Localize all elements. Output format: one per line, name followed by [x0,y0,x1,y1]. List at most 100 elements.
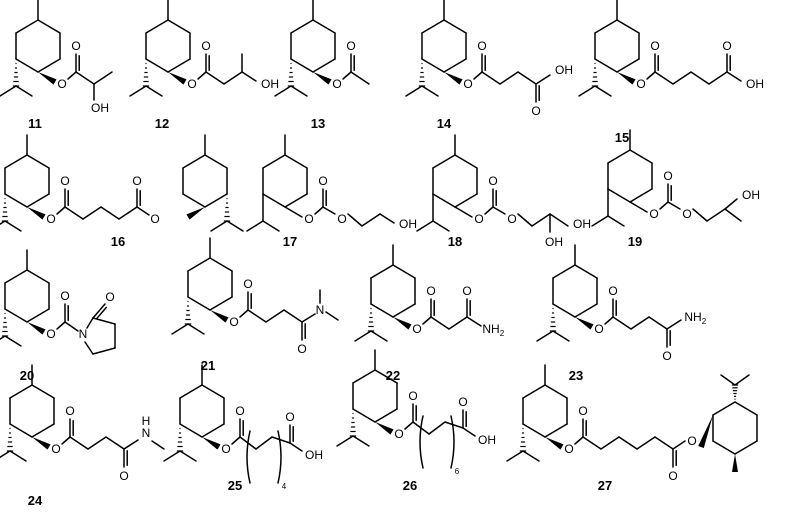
carbonyl-oxygen: O [297,342,306,356]
bond [666,319,682,330]
carbonyl-oxygen: O [462,284,471,298]
ring-bond [290,19,314,34]
double-bond [92,303,106,319]
bond [322,206,336,215]
ring-bond [4,193,28,208]
ring-bond [552,264,576,279]
carbonyl-oxygen: O [71,39,80,53]
bond [118,206,138,220]
ring-bond [15,58,39,73]
ring-bond [145,58,169,73]
carbonyl-oxygen: O [662,349,671,363]
bond [659,201,669,210]
ring-bond [616,58,640,73]
wedge-bond [575,317,594,330]
isopropyl-bond [552,330,570,342]
bond [123,439,139,450]
ester-oxygen: O [221,442,230,456]
bond [630,316,650,330]
ring-bond [179,384,203,399]
ring-bond [209,257,233,272]
bond [706,208,726,222]
bond [531,213,551,227]
methyl-bond [350,71,370,85]
isopropyl-bond [336,435,354,447]
hydroxyl: OH [545,235,563,249]
carbonyl-oxygen: O [132,174,141,188]
ring-bond [26,308,50,323]
bond [64,206,84,220]
isopropyl-bond [594,85,612,97]
ester-oxygen: O [51,442,60,456]
bond [428,421,446,435]
bond [223,71,243,85]
wedge-bond [375,422,394,435]
compound-number: 23 [569,368,583,383]
bond [692,208,708,222]
ester-oxygen: O [304,212,313,226]
ring-bond [574,264,598,279]
carbonyl-oxygen: O [722,39,731,53]
ring-bond [594,19,618,34]
isopropyl-bond [522,450,540,462]
bond [654,436,674,450]
wedge-bond [27,322,46,335]
bond [582,436,602,450]
ester-oxygen: O [57,77,66,91]
bond [492,206,506,215]
isopropyl-bond [4,335,22,347]
ring-bond [370,303,394,318]
ring-bond [37,58,61,73]
bond [430,316,450,330]
ring-bond [179,423,203,438]
repeat-count: 6 [455,467,460,476]
carbonyl-oxygen: O [318,174,327,188]
wedge-bond [545,437,564,450]
compound-number: 13 [311,116,325,131]
bond [105,436,125,450]
bond [289,442,303,452]
bond [100,206,120,220]
ester-oxygen: O [564,442,573,456]
bond [86,317,94,329]
isopropyl-bond [0,450,11,459]
repeat-bracket-left [246,430,251,484]
bond [618,436,638,450]
bond [67,71,77,80]
isopropyl-bond [246,220,264,232]
ring-bond [522,384,546,399]
bond [444,421,464,429]
carbonyl-oxygen: O [201,39,210,53]
carbonyl-oxygen: O [426,284,435,298]
isopropyl-bond [591,215,609,227]
isopropyl-bond [607,215,625,227]
ring-bond [4,269,28,284]
bond [612,316,632,330]
acid-hydroxyl: OH [555,63,573,77]
isopropyl-bond [506,450,524,462]
ester-oxygen: O [636,77,645,91]
methyl-bond [325,311,339,321]
bond [654,71,674,85]
ring-bond [187,257,211,272]
amide-hydrogen: H [142,414,151,428]
isopropyl-bond [129,85,147,97]
bond [347,213,363,227]
compound-number: 27 [598,478,612,493]
bond [75,71,95,85]
wedge-bond [313,72,332,85]
compound-number: 11 [28,116,42,131]
bond [574,436,584,445]
ring-bond [284,193,308,208]
compound-number: 26 [403,478,417,493]
double-bond [95,306,107,320]
carbonyl-oxygen: O [608,284,617,298]
bond [136,206,150,216]
